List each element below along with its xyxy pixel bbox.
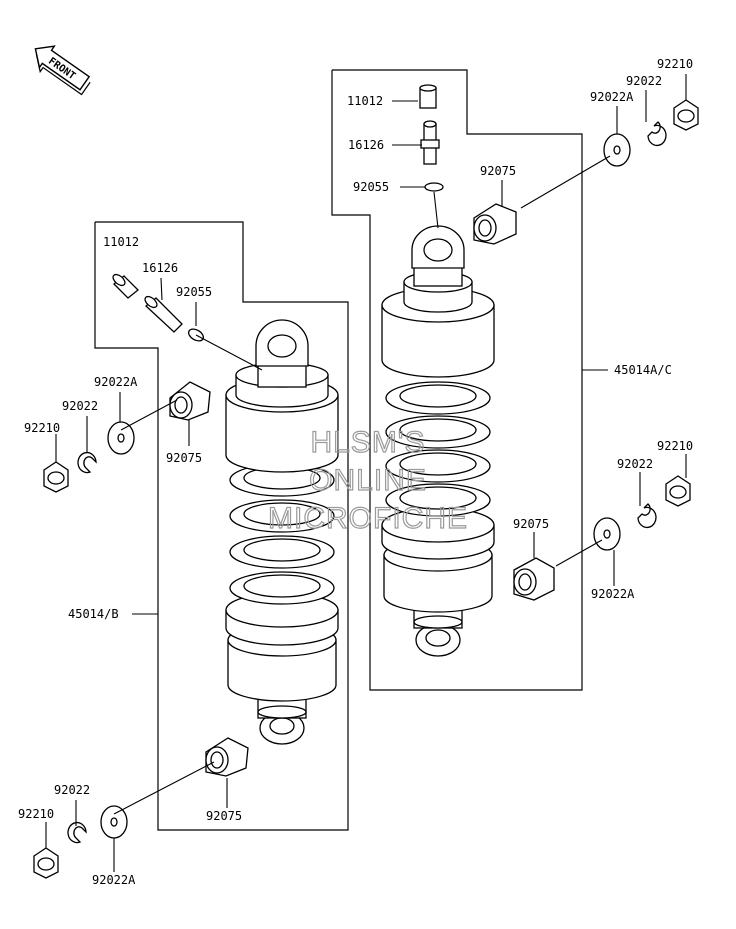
left-clip-92022-bottom <box>67 821 87 844</box>
label-92022-left-bottom: 92022 <box>54 783 90 797</box>
left-shock-absorber <box>225 319 339 745</box>
right-nut-92210-mid <box>665 475 691 507</box>
part-labels: 11012 16126 92055 92022A 92022 92210 920… <box>18 57 693 887</box>
right-clip-92022-top <box>647 121 667 147</box>
right-valve-cap-11012 <box>419 84 437 109</box>
label-92210-right-top: 92210 <box>657 57 693 71</box>
label-92075-left-top: 92075 <box>166 451 202 465</box>
left-washer-92022A-top <box>107 421 135 455</box>
right-bushing-92075-top <box>473 203 517 245</box>
right-o-ring-92055 <box>424 182 444 192</box>
right-washer-92022A-mid <box>593 517 621 551</box>
label-92075-left-bottom: 92075 <box>206 809 242 823</box>
label-92210-left-top: 92210 <box>24 421 60 435</box>
right-nut-92210-top <box>673 99 699 131</box>
leader-lines <box>45 74 687 872</box>
label-16126-right: 16126 <box>348 138 384 152</box>
right-assembly-box <box>331 69 583 691</box>
right-bushing-92075-mid <box>513 557 555 601</box>
left-valve-16126 <box>144 295 183 333</box>
left-washer-92022A-bottom <box>100 805 128 839</box>
label-45014AC: 45014A/C <box>614 363 672 377</box>
label-92022A-right-top: 92022A <box>590 90 634 104</box>
label-92055-left: 92055 <box>176 285 212 299</box>
label-11012-left: 11012 <box>103 235 139 249</box>
front-arrow-icon: FRONT <box>34 45 91 96</box>
label-92022-right-top: 92022 <box>626 74 662 88</box>
label-92075-right-top: 92075 <box>480 164 516 178</box>
label-92055-right: 92055 <box>353 180 389 194</box>
right-shock-absorber <box>381 225 495 657</box>
label-92022-right-mid: 92022 <box>617 457 653 471</box>
label-92210-left-bottom: 92210 <box>18 807 54 821</box>
left-bushing-92075-bottom <box>205 737 249 777</box>
label-16126-left: 16126 <box>142 261 178 275</box>
left-nut-92210-top <box>43 461 69 493</box>
left-nut-92210-bottom <box>33 847 59 879</box>
watermark-line-1: HLSM'S <box>310 426 425 459</box>
label-11012-right: 11012 <box>347 94 383 108</box>
right-clip-92022-mid <box>637 503 657 529</box>
label-92022A-left-bottom: 92022A <box>92 873 136 887</box>
left-valve-cap-11012 <box>112 273 139 299</box>
label-92075-right-mid: 92075 <box>513 517 549 531</box>
right-valve-16126 <box>420 120 440 165</box>
watermark: HLSM'S ONLINE MICROFICHE <box>267 425 468 535</box>
label-92022A-right-mid: 92022A <box>591 587 635 601</box>
left-clip-92022-top <box>77 451 97 474</box>
label-92210-right-mid: 92210 <box>657 439 693 453</box>
watermark-line-2: ONLINE <box>309 464 427 497</box>
label-92022A-left-top: 92022A <box>94 375 138 389</box>
label-92022-left-top: 92022 <box>62 399 98 413</box>
label-45014B: 45014/B <box>68 607 119 621</box>
right-washer-92022A-top <box>603 133 631 167</box>
watermark-line-3: MICROFICHE <box>268 502 468 535</box>
left-bushing-92075-top <box>169 381 211 421</box>
left-assembly-box <box>94 221 349 831</box>
